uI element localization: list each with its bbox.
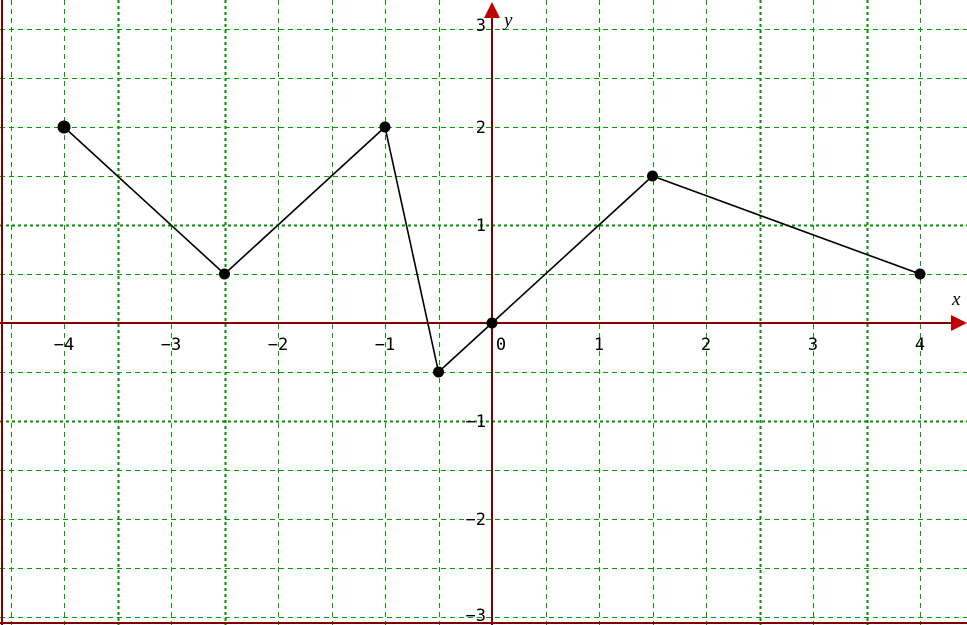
data-point xyxy=(647,170,658,182)
data-point xyxy=(219,268,230,280)
line-segment xyxy=(223,126,386,275)
y-tick-label: 1 xyxy=(476,216,486,236)
data-point xyxy=(914,268,926,280)
tick-labels: −4 −3 −2 −1 0 1 2 3 4 3 2 1 −1 −2 −3 xyxy=(54,16,925,625)
data-point xyxy=(433,366,444,378)
x-tick-label: 0 xyxy=(496,335,506,355)
data-point xyxy=(57,120,71,134)
y-tick-label: 3 xyxy=(476,16,486,36)
x-tick-label: 4 xyxy=(915,335,925,355)
x-tick-label: 2 xyxy=(701,335,711,355)
x-tick-label: −3 xyxy=(161,335,181,355)
line-segment xyxy=(491,175,654,324)
line-segment xyxy=(384,126,440,373)
y-tick-label: 2 xyxy=(476,118,486,138)
y-axis-arrow-icon xyxy=(484,2,500,18)
x-tick-label: 3 xyxy=(808,335,818,355)
y-tick-label: −3 xyxy=(466,606,486,625)
x-tick-label: −4 xyxy=(54,335,74,355)
series-polyline xyxy=(63,126,921,373)
y-tick-label: −2 xyxy=(466,510,486,530)
data-points xyxy=(57,120,926,378)
x-tick-label: −2 xyxy=(268,335,288,355)
line-segment xyxy=(652,175,921,275)
x-tick-label: 1 xyxy=(594,335,604,355)
line-segment xyxy=(63,126,226,275)
x-tick-label: −1 xyxy=(375,335,395,355)
data-point xyxy=(379,121,391,133)
data-point xyxy=(486,317,498,329)
x-axis-arrow-icon xyxy=(951,315,967,331)
y-tick-label: −1 xyxy=(466,412,486,432)
y-axis-label: y xyxy=(502,10,513,31)
line-segment xyxy=(437,322,493,373)
x-axis-label: x xyxy=(951,289,961,310)
